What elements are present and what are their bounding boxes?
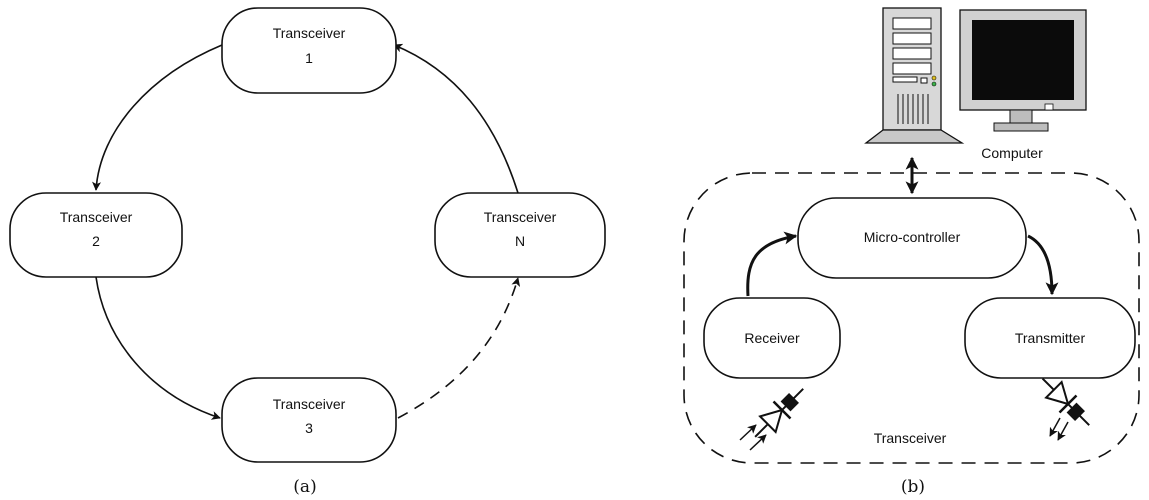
computer-tower-icon xyxy=(864,7,965,144)
transmitter-label: Transmitter xyxy=(1015,330,1086,346)
panel-a: Transceiver 1 Transceiver 2 Transceiver … xyxy=(9,7,606,497)
microcontroller-node: Micro-controller xyxy=(797,197,1027,279)
edge-t3-to-tn-dashed xyxy=(397,277,521,419)
transceiver-3-label: Transceiver xyxy=(273,396,346,412)
panel-b: Computer Micro-controller Receiver Trans… xyxy=(683,7,1140,497)
outgoing-light-arrows-icon xyxy=(1049,417,1069,441)
photodiode-icon xyxy=(754,388,804,438)
panel-a-caption: (a) xyxy=(293,477,316,497)
transceiver-1-number: 1 xyxy=(305,50,313,66)
receiver-node: Receiver xyxy=(703,297,841,379)
receiver-label: Receiver xyxy=(744,330,800,346)
transceiver-n-number: N xyxy=(515,233,525,249)
led-icon xyxy=(1041,377,1090,426)
transceiver-1-label: Transceiver xyxy=(273,25,346,41)
transceiver-n-label: Transceiver xyxy=(484,209,557,225)
transceiver-2-node: Transceiver 2 xyxy=(9,192,183,278)
transmitter-node: Transmitter xyxy=(964,297,1136,379)
transceiver-group-label: Transceiver xyxy=(874,430,947,446)
mcu-to-transmitter-arrow xyxy=(1027,234,1059,296)
microcontroller-label: Micro-controller xyxy=(864,229,961,245)
transceiver-3-node: Transceiver 3 xyxy=(221,377,397,463)
computer-label: Computer xyxy=(981,145,1043,161)
monitor-icon xyxy=(959,9,1087,132)
transceiver-1-node: Transceiver 1 xyxy=(221,7,397,94)
transceiver-3-number: 3 xyxy=(305,420,313,436)
receiver-to-mcu-arrow xyxy=(746,231,798,297)
incoming-light-arrows-icon xyxy=(739,424,767,451)
edge-tn-to-t1 xyxy=(393,43,519,194)
edge-t1-to-t2 xyxy=(92,44,223,191)
transceiver-2-number: 2 xyxy=(92,233,100,249)
panel-b-caption: (b) xyxy=(901,477,925,497)
edge-t2-to-t3 xyxy=(95,276,221,420)
transceiver-n-node: Transceiver N xyxy=(434,192,606,278)
transceiver-2-label: Transceiver xyxy=(60,209,133,225)
